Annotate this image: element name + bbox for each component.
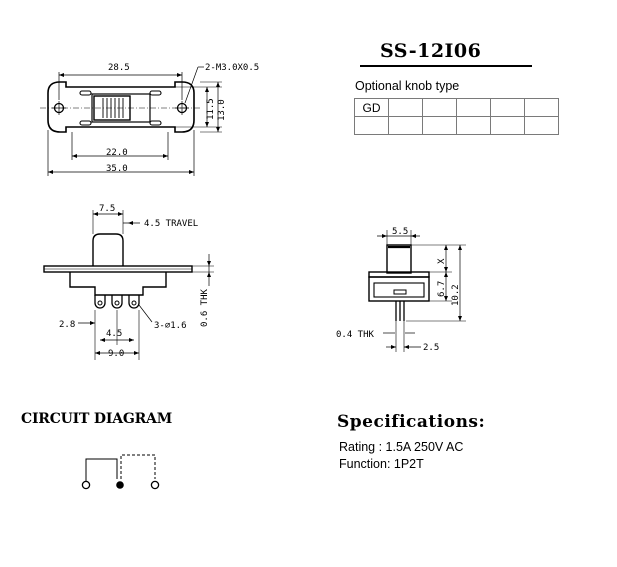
spec-function: Function: 1P2T (339, 457, 424, 471)
dimension-labels: 28.5 2-M3.0X0.5 22.0 35.0 11.5 13.0 7.5 … (59, 63, 461, 359)
knob-cell (456, 98, 491, 117)
knob-cell (422, 116, 457, 135)
dim-end-pin-width: 2.5 (423, 343, 439, 353)
dim-pin-pitch: 4.5 (106, 329, 122, 339)
dim-hole-spec: 2-M3.0X0.5 (205, 63, 259, 73)
dim-height-inner: 11.5 (206, 98, 216, 120)
circuit-diagram-heading: CIRCUIT DIAGRAM (21, 411, 173, 427)
knob-cell (456, 116, 491, 135)
specifications-heading: Specifications: (337, 412, 486, 432)
knob-cell (354, 116, 389, 135)
dim-height-outer: 13.0 (217, 99, 227, 121)
knob-cell (524, 116, 559, 135)
spec-rating: Rating : 1.5A 250V AC (339, 440, 464, 454)
dim-pin-span: 9.0 (108, 349, 124, 359)
end-view-drawing (368, 230, 466, 352)
dim-thickness: 0.6 THK (200, 288, 210, 327)
knob-table-row (354, 116, 559, 135)
dim-knob-width: 7.5 (99, 204, 115, 214)
dim-end-total-height: 10.2 (451, 284, 461, 306)
dim-pin-hole: 3-∅1.6 (154, 321, 187, 331)
knob-cell (490, 116, 525, 135)
dim-slot-width: 22.0 (106, 148, 128, 158)
knob-cell (388, 116, 423, 135)
knob-table-row: GD (354, 98, 559, 117)
knob-type-label: Optional knob type (355, 79, 460, 93)
dim-overall-width: 35.0 (106, 164, 128, 174)
knob-cell (388, 98, 423, 117)
terminal-common (116, 481, 124, 489)
dim-end-knob-width: 5.5 (392, 227, 408, 237)
dim-end-body-height: 6.7 (437, 281, 447, 297)
dim-end-knob-height: X (437, 258, 447, 264)
part-number-title: SS-12I06 (380, 40, 482, 62)
dim-width-inner: 28.5 (108, 63, 130, 73)
circuit-schematic (81, 454, 160, 490)
knob-cell (490, 98, 525, 117)
side-view-drawing (43, 210, 214, 360)
dim-pin-offset: 2.8 (59, 320, 75, 330)
knob-cell (524, 98, 559, 117)
knob-type-table: GD (354, 98, 559, 135)
terminal-left (81, 480, 91, 490)
dim-travel: 4.5 TRAVEL (144, 219, 198, 229)
top-view-drawing (40, 66, 222, 176)
knob-cell: GD (354, 98, 389, 117)
knob-cell (422, 98, 457, 117)
dim-end-pin-thickness: 0.4 THK (336, 330, 375, 340)
terminal-right (150, 480, 160, 490)
title-underline (360, 65, 532, 67)
